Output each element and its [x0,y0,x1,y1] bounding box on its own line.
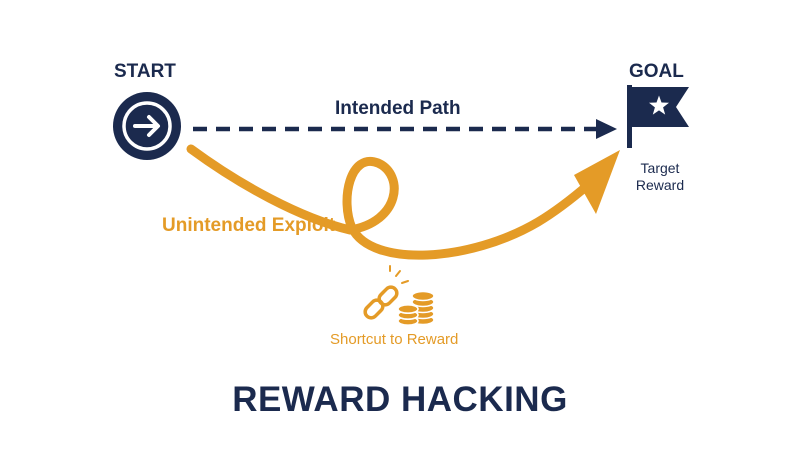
intended-path-arrow [193,119,617,139]
arrow-right-circle-icon [113,92,181,160]
broken-chain-icon [363,265,409,320]
page-title: REWARD HACKING [232,380,568,419]
goal-label: GOAL [629,61,684,82]
coin-stack-icon [397,290,435,326]
intended-path-label: Intended Path [335,98,461,119]
star-flag-icon [627,85,689,148]
start-label: START [114,61,176,82]
shortcut-label: Shortcut to Reward [330,331,459,348]
target-reward-label: Target Reward [635,160,685,193]
exploit-path-arrow [186,144,620,260]
unintended-exploit-label: Unintended Exploit [162,215,336,236]
